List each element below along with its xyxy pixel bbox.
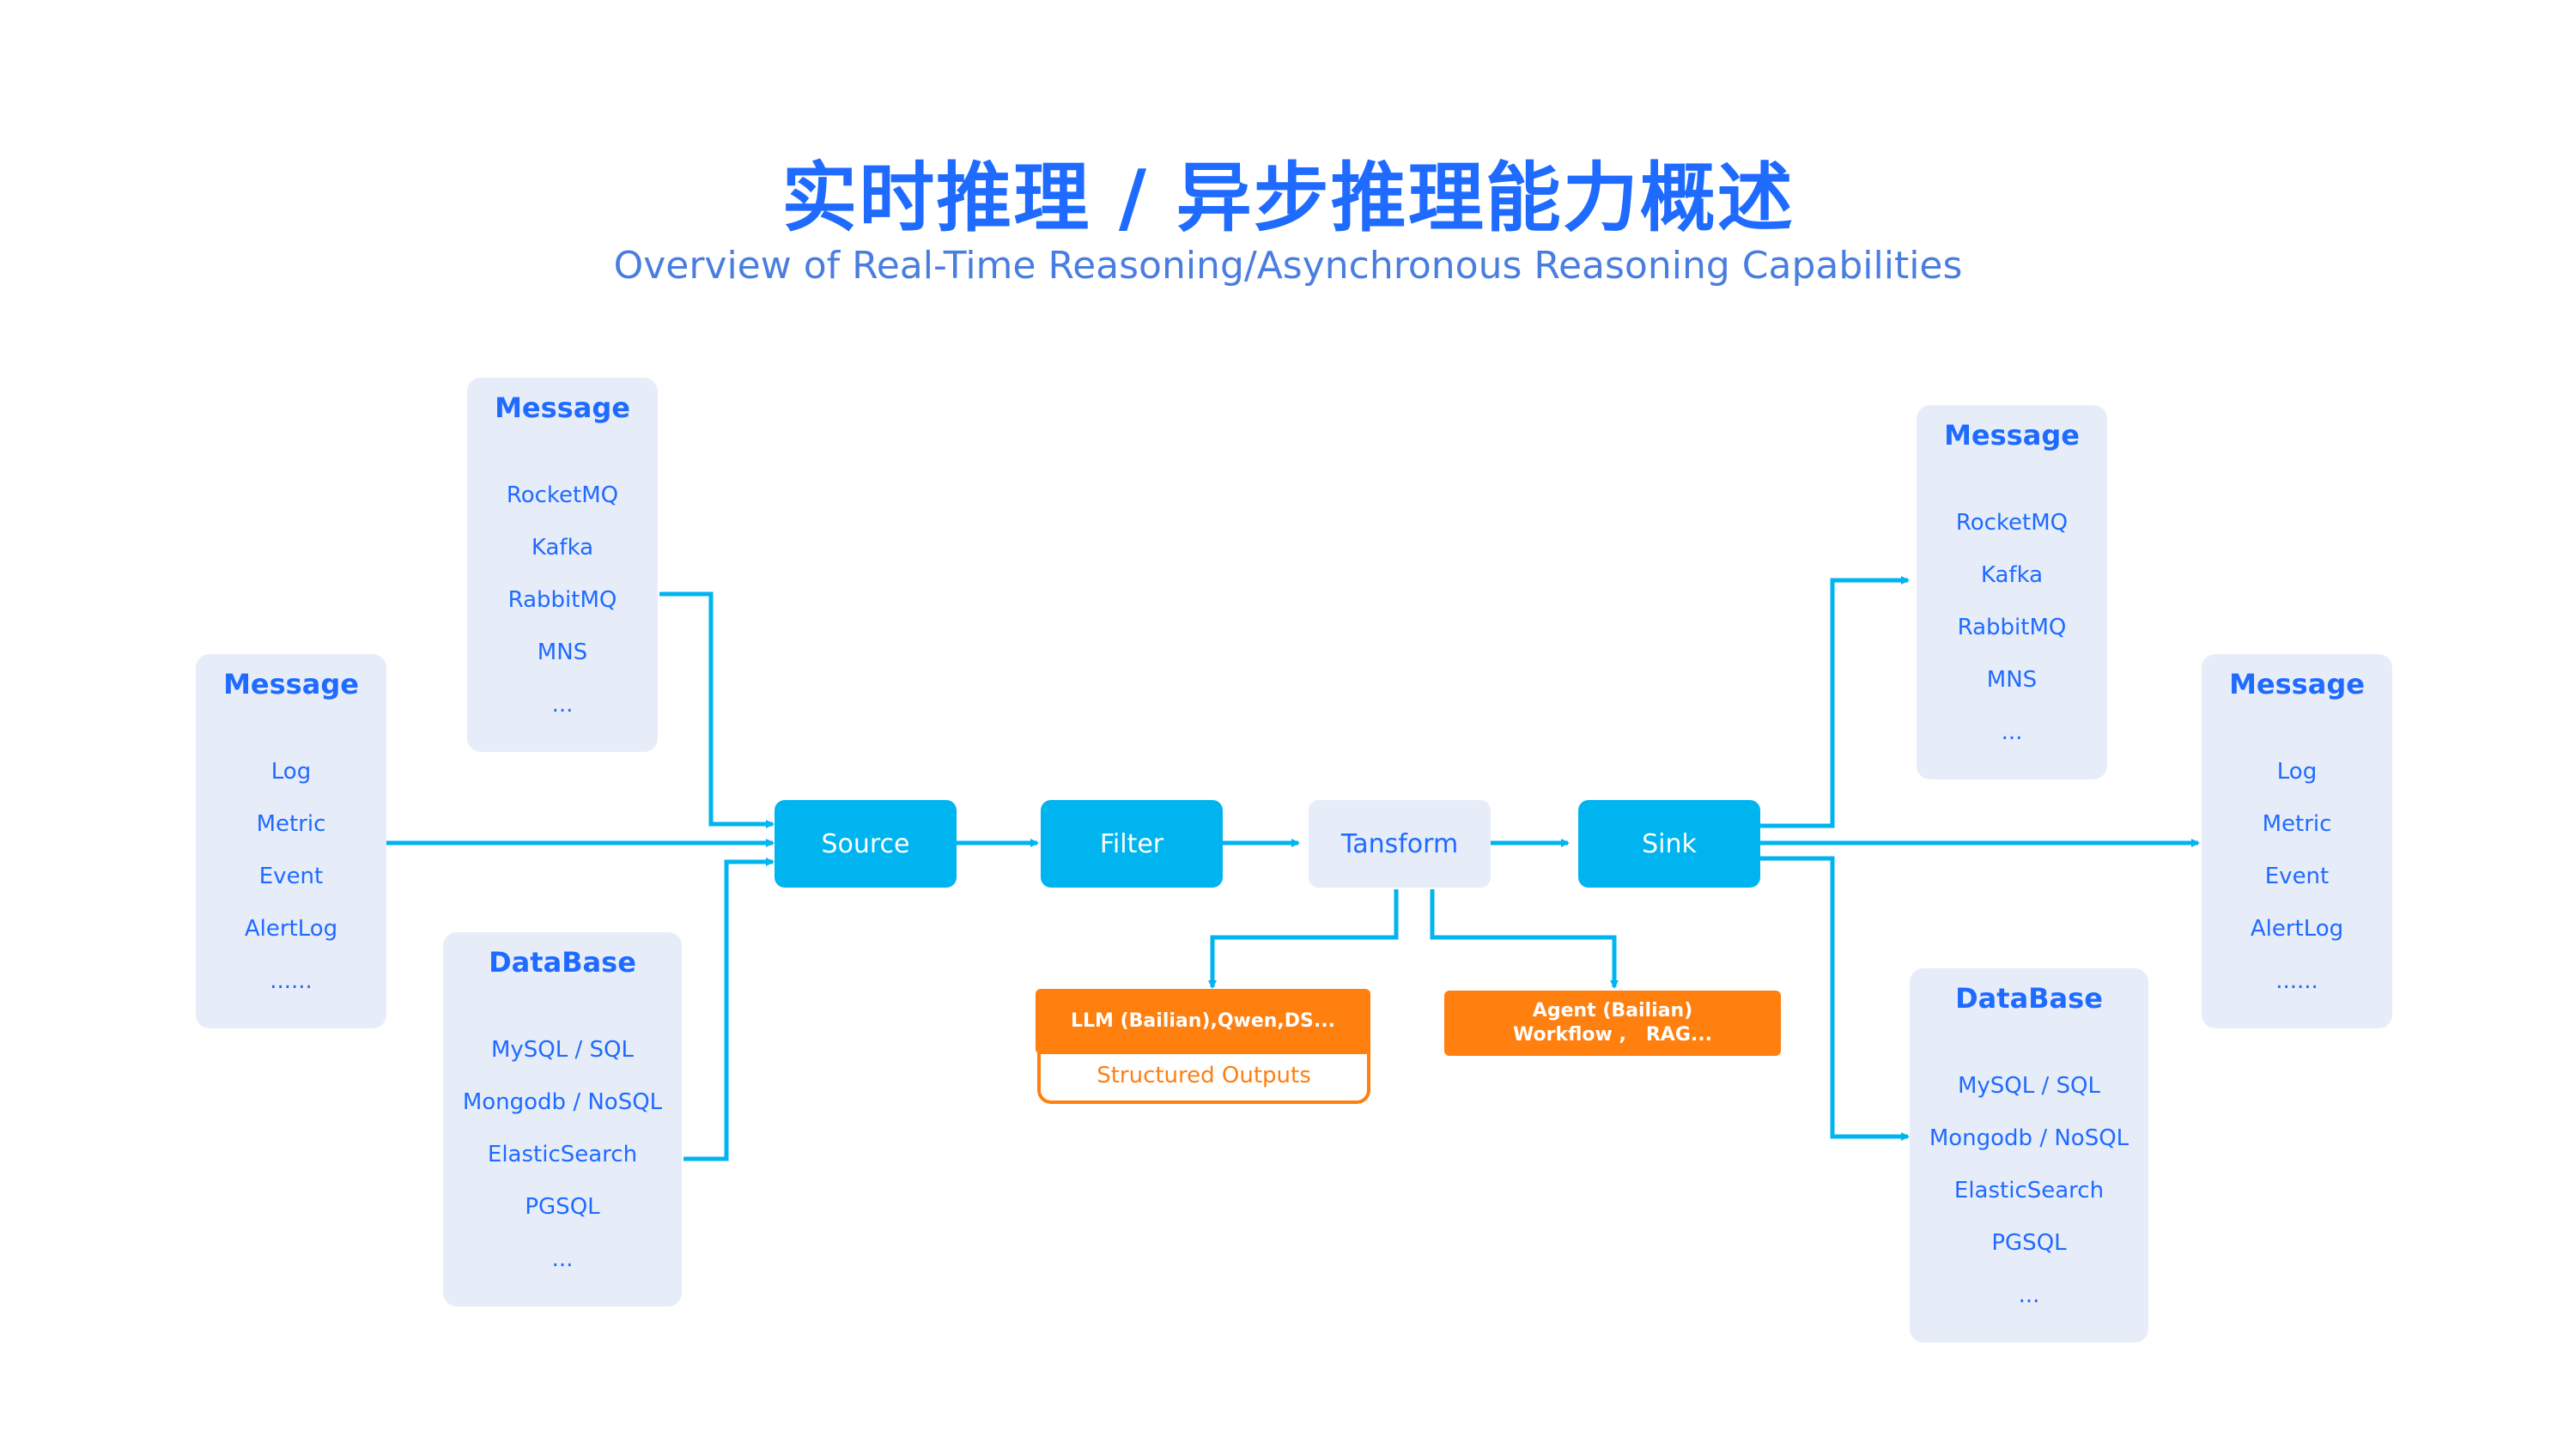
input-message-top-title: Message	[495, 391, 630, 424]
list-item: Kafka	[1980, 562, 2044, 588]
llm-box: LLM (Bailian),Qwen,DS...	[1036, 989, 1370, 1054]
stage-transform: Tansform	[1309, 800, 1491, 888]
list-item: ElasticSearch	[1953, 1178, 2105, 1203]
list-item: Log	[270, 759, 312, 785]
arrow-sink-to-database	[1760, 856, 1910, 1141]
arrow-transform-to-agent	[1430, 889, 1619, 989]
list-item: ...	[551, 692, 574, 718]
input-message-left-card: Message Log Metric Event AlertLog ......	[196, 654, 386, 1028]
list-item: Kafka	[531, 535, 594, 561]
list-item: ...	[551, 1246, 574, 1272]
list-item: PGSQL	[1991, 1230, 2067, 1256]
list-item: ......	[270, 968, 313, 994]
list-item: MNS	[537, 640, 588, 665]
input-message-top-card: Message RocketMQ Kafka RabbitMQ MNS ...	[467, 378, 658, 752]
output-database-title: DataBase	[1955, 982, 2103, 1015]
input-database-title: DataBase	[489, 946, 636, 979]
arrow-sink-to-message-top	[1760, 576, 1910, 828]
arrow-transform-to-llm	[1208, 889, 1399, 989]
list-item: ...	[2018, 1282, 2040, 1308]
list-item: PGSQL	[525, 1194, 600, 1220]
list-item: RocketMQ	[1955, 510, 2069, 536]
list-item: AlertLog	[244, 916, 338, 942]
list-item: MySQL / SQL	[490, 1037, 635, 1063]
page-title: 实时推理 / 异步推理能力概述	[781, 154, 1795, 242]
page-subtitle: Overview of Real-Time Reasoning/Asynchro…	[613, 244, 1963, 288]
list-item: Metric	[256, 811, 326, 837]
agent-box: Agent (Bailian) Workflow , RAG...	[1444, 991, 1781, 1056]
list-item: MNS	[1986, 667, 2038, 693]
stage-sink: Sink	[1578, 800, 1760, 888]
list-item: AlertLog	[2250, 916, 2344, 942]
arrow-database-to-source	[683, 858, 775, 1161]
list-item: RabbitMQ	[507, 587, 617, 613]
agent-sub-label: Workflow , RAG...	[1513, 1024, 1712, 1046]
list-item: Event	[258, 864, 324, 889]
list-item: ElasticSearch	[487, 1142, 638, 1167]
agent-label: Agent (Bailian)	[1532, 1000, 1693, 1022]
output-message-top-title: Message	[1944, 419, 2080, 452]
list-item: Event	[2264, 864, 2330, 889]
list-item: ...	[2001, 719, 2023, 745]
list-item: Metric	[2262, 811, 2332, 837]
list-item: Mongodb / NoSQL	[462, 1089, 663, 1115]
input-database-card: DataBase MySQL / SQL Mongodb / NoSQL Ela…	[443, 932, 682, 1307]
input-message-left-title: Message	[223, 668, 359, 700]
output-message-right-card: Message Log Metric Event AlertLog ......	[2202, 654, 2392, 1028]
list-item: MySQL / SQL	[1957, 1073, 2101, 1099]
list-item: RocketMQ	[506, 482, 619, 508]
stage-filter: Filter	[1041, 800, 1223, 888]
list-item: Mongodb / NoSQL	[1929, 1125, 2129, 1151]
list-item: ......	[2275, 968, 2318, 994]
list-item: Log	[2276, 759, 2318, 785]
list-item: RabbitMQ	[1957, 615, 2067, 640]
output-message-top-card: Message RocketMQ Kafka RabbitMQ MNS ...	[1917, 405, 2107, 779]
output-message-right-title: Message	[2229, 668, 2365, 700]
stage-source: Source	[775, 800, 957, 888]
output-database-card: DataBase MySQL / SQL Mongodb / NoSQL Ela…	[1910, 968, 2148, 1343]
arrow-message-top-to-source	[659, 591, 775, 828]
